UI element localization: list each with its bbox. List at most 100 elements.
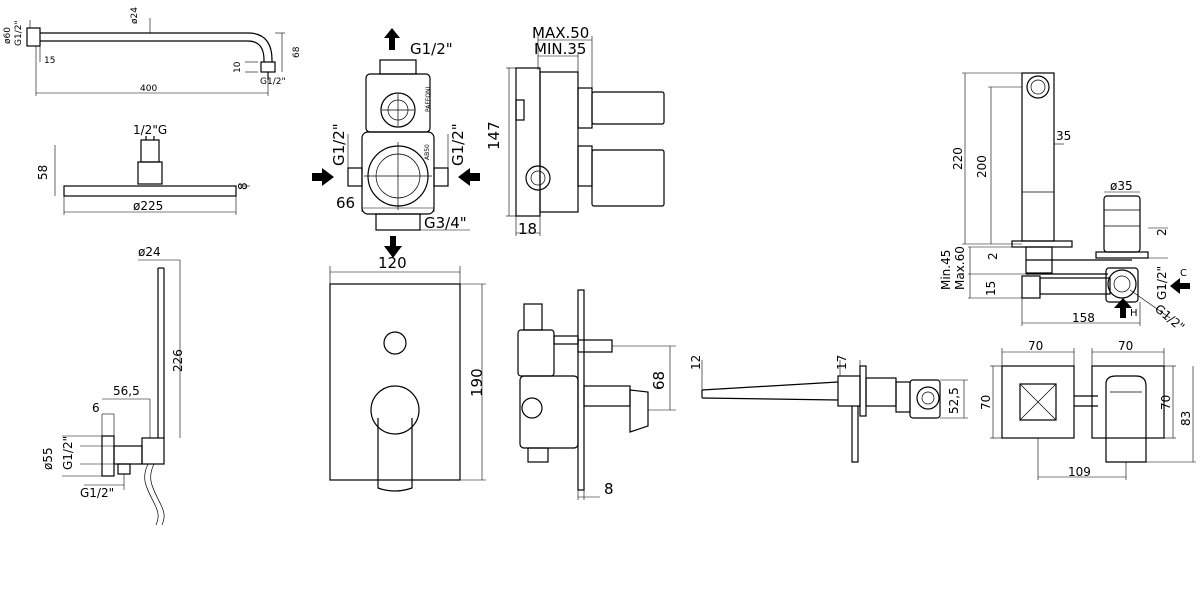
spout-valve <box>895 381 911 413</box>
side2-upper-body <box>517 329 555 377</box>
basin-spout-width: 35 <box>1056 129 1071 143</box>
side-base: 18 <box>518 220 537 238</box>
hand-bracket-body <box>113 445 143 465</box>
arm-drop: 10 <box>233 61 243 73</box>
hot-label: H <box>1130 308 1138 319</box>
side2-top-port <box>523 303 543 331</box>
arm-pipe-diameter: ø24 <box>130 7 140 24</box>
side-lower-protector <box>591 149 665 207</box>
front-left-port <box>347 167 363 187</box>
basin-total-height: 220 <box>951 147 965 170</box>
front-top-thread: G1/2" <box>410 40 453 58</box>
hand-bottom-thread: G1/2" <box>80 486 114 500</box>
mixer-body-side-drawing: MAX.50 MIN.35 147 18 <box>485 24 665 238</box>
spout-body <box>837 375 861 407</box>
basin-mixer-drawing: 220 200 35 ø35 2 2 Min.45 Max.60 15 158 … <box>939 72 1190 335</box>
head-connector <box>140 139 160 163</box>
front-upper-valve <box>380 92 416 128</box>
head-diameter: ø225 <box>133 199 163 213</box>
basin-left-box <box>1021 275 1041 299</box>
basin-wall-min: Min.45 <box>939 250 953 290</box>
basin-handle-plate <box>1095 251 1149 259</box>
hand-wall-flange <box>101 435 115 477</box>
side2-cover-plate <box>577 289 585 491</box>
front-right-port <box>433 167 449 187</box>
spout-handle <box>851 406 859 463</box>
side2-inlet <box>521 397 543 419</box>
head-plate <box>63 185 237 197</box>
head-neck <box>137 161 163 185</box>
arm-inlet-thread: G1/2" <box>14 20 24 46</box>
left-plate-width: 70 <box>1028 339 1043 353</box>
basin-thread-2: G1/2" <box>1152 302 1187 335</box>
top-outlet-arrow-icon <box>384 28 400 50</box>
spout-side-drawing: 12 17 52,5 <box>689 355 968 463</box>
spout-body-height: 52,5 <box>947 387 961 414</box>
arm-bend-inner <box>247 40 265 62</box>
cover-plate <box>329 283 461 481</box>
side-lower-stem <box>577 145 593 187</box>
hand-diameter: ø24 <box>138 245 161 259</box>
wall-flange <box>26 27 41 47</box>
basin-handle <box>1103 195 1141 253</box>
mixer-body-front-drawing: PAFFONI AB50 G1/2" G1/2" G1/2" 66 G3/4" <box>312 28 480 258</box>
svg-text:PAFFONI: PAFFONI <box>425 87 432 112</box>
plates-total-height: 83 <box>1179 411 1193 426</box>
basin-handle-diameter: ø35 <box>1110 179 1133 193</box>
left-inlet-arrow-icon <box>312 168 334 186</box>
basin-wall-max: Max.60 <box>953 246 967 290</box>
cover-width: 120 <box>378 254 407 272</box>
right-inlet-arrow-icon <box>458 168 480 186</box>
side-min-depth: MIN.35 <box>534 40 586 58</box>
side2-lever-base <box>583 385 631 407</box>
side-inlet <box>525 165 551 191</box>
basin-body-height: 200 <box>975 155 989 178</box>
front-bottom-port <box>375 213 421 231</box>
hand-shower-drawing: ø24 226 56,5 6 ø55 G1/2" G1/2" <box>41 245 185 526</box>
right-plate-height: 70 <box>1159 395 1173 410</box>
arm-end-diameter: ø60 <box>3 27 13 44</box>
front-left-thread: G1/2" <box>330 123 348 166</box>
side2-knob <box>577 339 613 353</box>
head-thickness: 8 <box>236 182 250 190</box>
spout-inlet <box>916 386 940 410</box>
plates-front-drawing: 70 70 70 70 83 109 <box>979 339 1196 480</box>
shower-arm-drawing: ø60 G1/2" ø24 15 400 68 10 G1/2" <box>3 7 302 96</box>
left-spout-outlet <box>1019 383 1057 421</box>
side-max-depth: MAX.50 <box>532 24 589 42</box>
side-mount-plate <box>515 67 541 217</box>
side2-plate-thickness: 8 <box>604 480 614 498</box>
arm-outlet-thread-label: G1/2" <box>260 77 286 87</box>
right-plate-width: 70 <box>1118 339 1133 353</box>
plates-spacing: 109 <box>1068 465 1091 479</box>
side2-height: 68 <box>650 371 668 390</box>
hand-bracket-depth: 56,5 <box>113 384 140 398</box>
cover-height: 190 <box>468 368 486 397</box>
hand-side-thread: G1/2" <box>61 436 75 470</box>
head-thread: 1/2"G <box>133 123 167 137</box>
cover-plate-drawing: 120 190 <box>329 254 486 492</box>
front-right-thread: G1/2" <box>449 123 467 166</box>
basin-plate-top: 2 <box>1155 228 1169 236</box>
lever-handle <box>377 418 413 492</box>
side2-lever <box>629 389 649 433</box>
left-plate-height: 70 <box>979 395 993 410</box>
side-height: 147 <box>485 121 503 150</box>
side-body <box>539 71 579 213</box>
hand-bottom-outlet <box>117 463 131 475</box>
spout-top <box>701 381 839 391</box>
spout-thickness: 12 <box>689 355 703 370</box>
arm-bend-outer <box>247 32 273 62</box>
diverter-knob <box>383 331 407 355</box>
side2-bottom-port <box>527 447 549 463</box>
spout-stem <box>865 377 897 407</box>
side-upper-protector <box>591 91 665 125</box>
shower-head-drawing: 1/2"G 58 8 ø225 <box>36 123 250 215</box>
cold-label: C <box>1180 268 1187 279</box>
basin-depth: 158 <box>1072 311 1095 325</box>
spout-bottom <box>701 397 839 401</box>
spout-height: 17 <box>835 355 849 370</box>
spout-plate <box>859 365 867 417</box>
front-top-port <box>379 59 417 75</box>
